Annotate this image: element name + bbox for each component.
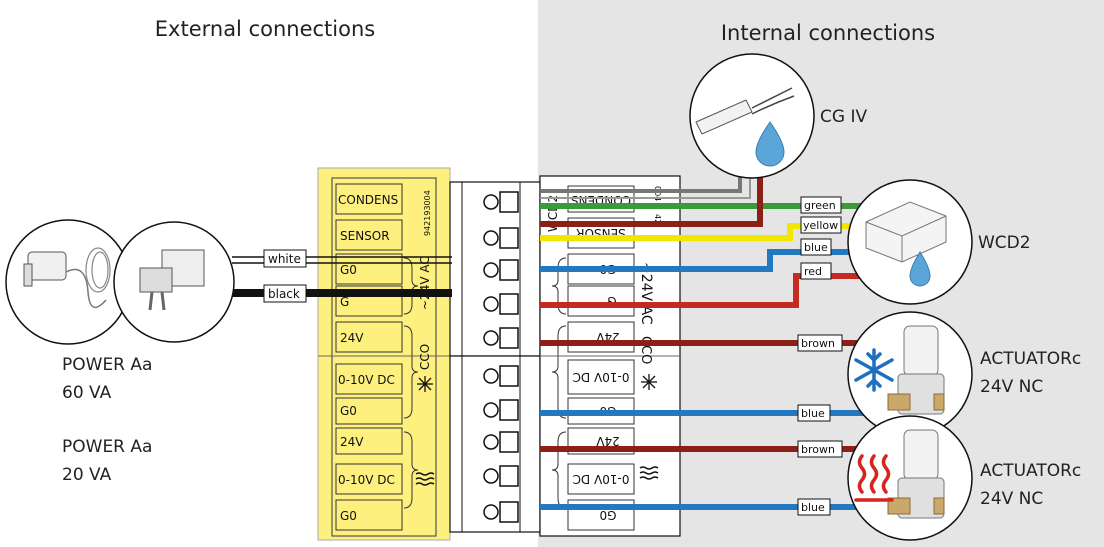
screw-terminal <box>483 296 499 312</box>
left-label-24v-1: 24V <box>340 331 364 345</box>
actuator-2-line-2: 24V NC <box>980 489 1043 509</box>
wcd2-sensor-icon <box>847 179 973 305</box>
cg-iv-label: CG IV <box>820 107 867 127</box>
external-title: External connections <box>155 17 375 41</box>
left-label-g0-3: G0 <box>340 509 357 523</box>
snowflake-icon <box>854 348 894 392</box>
wire-tag-blue-2: blue <box>801 407 825 420</box>
screw-terminal <box>483 468 499 484</box>
screw-terminal <box>483 504 499 520</box>
wire-tag-green: green <box>804 199 836 212</box>
left-label-g: G <box>340 295 349 309</box>
left-label-010v-1: 0-10V DC <box>338 373 395 387</box>
terminal-clamp <box>499 259 519 281</box>
left-voltage-label: ~24V AC <box>418 256 432 310</box>
red-wire <box>540 273 870 308</box>
wire-tag-brown-2: brown <box>801 443 835 456</box>
left-cco-label: CCO <box>418 344 432 370</box>
right-label-24v-2: 24V <box>595 434 619 448</box>
power-line-2: 60 VA <box>62 383 112 403</box>
right-part-number-b: 42 <box>653 214 662 224</box>
power-line-1: POWER Aa <box>62 355 152 375</box>
right-cooling-small-icon <box>641 374 657 390</box>
terminal-clamp <box>499 327 519 349</box>
heating-icon <box>854 454 894 502</box>
terminal-clamp <box>499 227 519 249</box>
left-label-010v-2: 0-10V DC <box>338 473 395 487</box>
terminal-clamp <box>499 431 519 453</box>
actuator-2-line-1: ACTUATORc <box>980 461 1081 481</box>
terminal-clamp <box>499 465 519 487</box>
wire-tag-blue-3: blue <box>801 501 825 514</box>
left-terminal-strip <box>317 167 451 541</box>
left-heating-small-icon <box>415 472 435 486</box>
cg-iv-sensor-icon <box>689 53 815 179</box>
left-label-condens: CONDENS <box>338 193 398 207</box>
actuator-2-icon <box>847 415 973 541</box>
transformer-icon <box>113 221 235 343</box>
screw-terminal <box>483 330 499 346</box>
screw-terminal <box>483 368 499 384</box>
left-label-24v-2: 24V <box>340 435 364 449</box>
terminal-clamp <box>499 399 519 421</box>
screw-terminal <box>483 194 499 210</box>
wire-tag-white: white <box>268 252 301 266</box>
wire-tag-yellow: yellow <box>803 219 838 232</box>
left-cooling-small-icon <box>417 376 433 392</box>
terminal-clamp <box>499 191 519 213</box>
left-part-number: 942193004 <box>423 190 432 236</box>
wire-tag-black: black <box>268 287 300 301</box>
right-label-010v-2: 0-10V DC <box>573 472 630 486</box>
actuator-1-icon <box>847 311 973 437</box>
screw-terminal <box>483 262 499 278</box>
screw-terminal <box>483 402 499 418</box>
screw-terminal <box>483 434 499 450</box>
right-voltage-label: ~24V AC <box>638 262 654 325</box>
terminal-clamp <box>499 501 519 523</box>
right-part-number-a: 004 <box>653 186 662 201</box>
terminal-clamp <box>499 293 519 315</box>
actuator-1-line-1: ACTUATORc <box>980 349 1081 369</box>
power-adapter-icon <box>5 219 131 345</box>
left-label-sensor: SENSOR <box>340 229 390 243</box>
right-label-g: G <box>607 294 616 308</box>
wcd2-label: WCD2 <box>978 233 1031 253</box>
screw-terminals <box>483 191 519 523</box>
center-connector-block <box>449 181 541 533</box>
wire-tag-brown-1: brown <box>801 337 835 350</box>
wire-tag-blue-1: blue <box>804 241 828 254</box>
left-label-g0-2: G0 <box>340 404 357 418</box>
right-label-010v-1: 0-10V DC <box>573 370 630 384</box>
terminal-clamp <box>499 365 519 387</box>
power-line-3: POWER Aa <box>62 437 152 457</box>
wire-tag-red: red <box>804 265 822 278</box>
right-label-g0-3: G0 <box>600 508 617 522</box>
actuator-1-line-2: 24V NC <box>980 377 1043 397</box>
internal-title: Internal connections <box>721 21 935 45</box>
sensor-brown-wire <box>540 168 763 227</box>
right-heating-small-icon <box>639 466 659 480</box>
screw-terminal <box>483 230 499 246</box>
left-label-g0-1: G0 <box>340 263 357 277</box>
power-line-4: 20 VA <box>62 465 112 485</box>
